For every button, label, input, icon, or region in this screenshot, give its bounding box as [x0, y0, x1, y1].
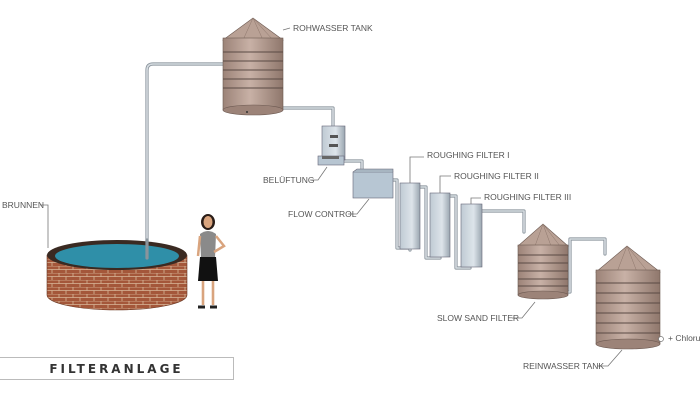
- rohwasser-tank: [222, 17, 284, 116]
- label-brunnen: BRUNNEN: [2, 200, 44, 210]
- flow-control-box: [352, 168, 394, 199]
- roughing-filter-2: [429, 192, 451, 258]
- label-roughing-filter-2: ROUGHING FILTER II: [454, 171, 539, 181]
- belueftung-unit: [317, 125, 346, 166]
- label-reinwasser-tank: REINWASSER TANK: [523, 361, 604, 371]
- pipes: [145, 62, 607, 294]
- label-roughing-filter-1: ROUGHING FILTER I: [427, 150, 510, 160]
- reinwasser-tank: [595, 245, 664, 350]
- slow-sand-filter-tank: [517, 223, 569, 300]
- roughing-filter-3: [460, 203, 483, 268]
- label-slow-sand-filter: SLOW SAND FILTER: [437, 313, 519, 323]
- label-chlorung: + Chlorung: [668, 333, 700, 343]
- label-flow-control: FLOW CONTROL: [288, 209, 357, 219]
- diagram-title: FILTERANLAGE: [49, 361, 184, 376]
- brunnen-well: [46, 238, 188, 311]
- title-box: FILTERANLAGE: [0, 357, 234, 380]
- label-belueftung: BELÜFTUNG: [263, 175, 314, 185]
- label-roughing-filter-3: ROUGHING FILTER III: [484, 192, 571, 202]
- person-figure: [196, 214, 226, 309]
- roughing-filter-1: [399, 182, 421, 250]
- label-rohwasser-tank: ROHWASSER TANK: [293, 23, 373, 33]
